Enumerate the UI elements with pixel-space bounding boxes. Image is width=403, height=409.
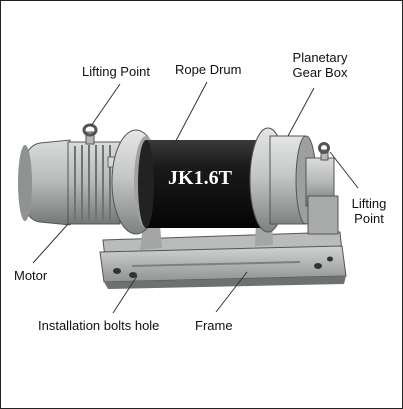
frame-base <box>99 231 347 289</box>
bolt-holes <box>113 256 333 278</box>
label-lifting-right-line2: Point <box>354 211 384 226</box>
motor-body <box>18 139 123 226</box>
drum-model-text: JK1.6T <box>168 167 233 189</box>
leader-lines <box>32 81 359 314</box>
leader-motor <box>32 223 69 264</box>
leader-planetary <box>287 87 315 137</box>
label-rope-drum: Rope Drum <box>175 62 242 77</box>
lifting-eye-right <box>318 142 330 161</box>
label-motor: Motor <box>14 268 48 283</box>
label-installation-bolts-hole: Installation bolts hole <box>38 318 160 333</box>
label-lifting-right-line1: Lifting <box>351 196 387 211</box>
label-planetary-line2: Gear Box <box>292 65 348 80</box>
label-planetary-gear-box: Planetary Gear Box <box>284 50 356 80</box>
leader-lifting-point-right <box>329 151 359 189</box>
label-lifting-point-right: Lifting Point <box>344 196 394 226</box>
leader-rope-drum <box>169 81 208 153</box>
label-planetary-line1: Planetary <box>292 50 348 65</box>
label-frame: Frame <box>195 318 233 333</box>
leader-frame <box>215 271 248 313</box>
leader-bolts-hole <box>112 275 138 314</box>
planetary-gear-box <box>269 135 339 235</box>
rope-drum: JK1.6T <box>138 140 262 228</box>
label-lifting-point-left: Lifting Point <box>82 64 150 79</box>
lifting-eye-left <box>82 123 98 145</box>
leader-lifting-point-left <box>90 83 121 127</box>
